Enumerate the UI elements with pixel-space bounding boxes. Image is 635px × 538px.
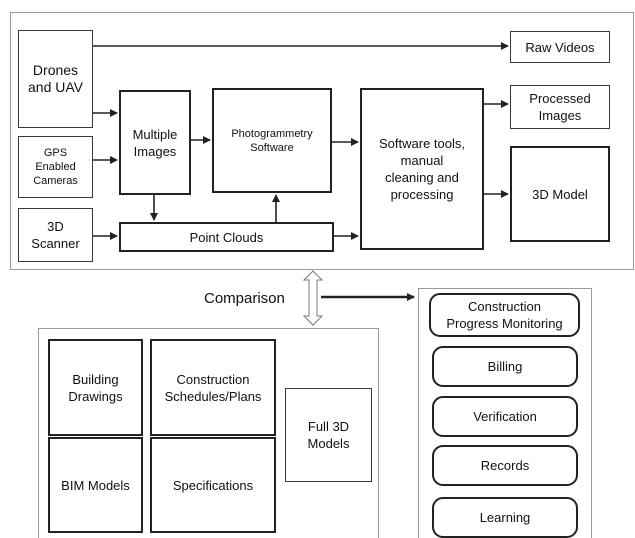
software-tools-box: Software tools, manual cleaning and proc…: [360, 88, 484, 250]
billing-item: Billing: [432, 346, 578, 387]
comparison-label: Comparison: [204, 290, 285, 307]
verification-item: Verification: [432, 396, 578, 437]
top-panel: [10, 12, 634, 270]
comparison-double-arrow: [302, 270, 324, 326]
construction-progress-monitoring-item: Construction Progress Monitoring: [429, 293, 580, 337]
drones-uav-box: Drones and UAV: [18, 30, 93, 128]
3d-scanner-box: 3D Scanner: [18, 208, 93, 262]
gps-cameras-box: GPS Enabled Cameras: [18, 136, 93, 198]
learning-item: Learning: [432, 497, 578, 538]
building-drawings-box: Building Drawings: [48, 339, 143, 436]
records-item: Records: [432, 445, 578, 486]
raw-videos-box: Raw Videos: [510, 31, 610, 63]
construction-schedules-box: Construction Schedules/Plans: [150, 339, 276, 436]
3d-model-box: 3D Model: [510, 146, 610, 242]
left-panel: [38, 328, 379, 538]
specifications-box: Specifications: [150, 437, 276, 533]
full-3d-models-box: Full 3D Models: [285, 388, 372, 482]
point-clouds-box: Point Clouds: [119, 222, 334, 252]
right-panel: [418, 288, 592, 538]
multiple-images-box: Multiple Images: [119, 90, 191, 195]
photogrammetry-software-box: Photogrammetry Software: [212, 88, 332, 193]
processed-images-box: Processed Images: [510, 85, 610, 129]
bim-models-box: BIM Models: [48, 437, 143, 533]
